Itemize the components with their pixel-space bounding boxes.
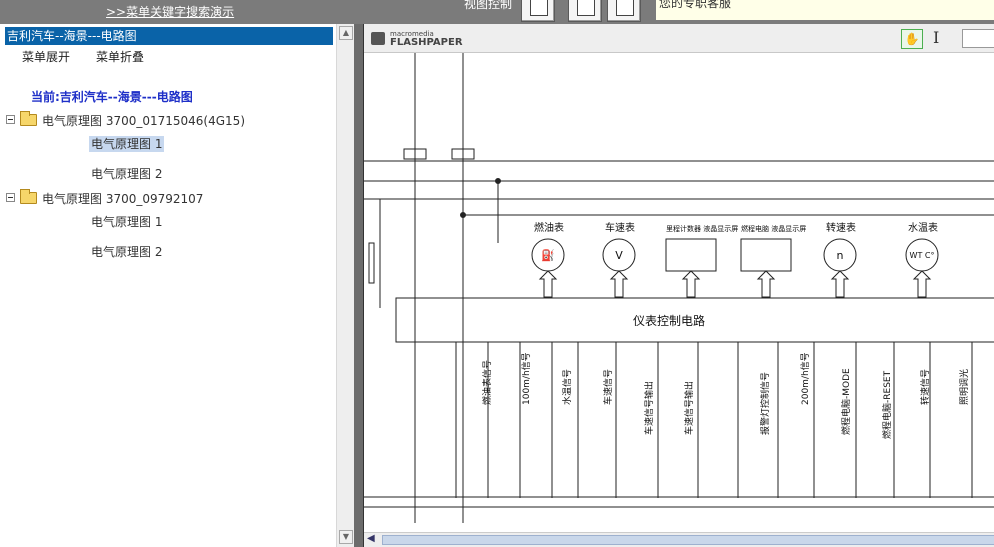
menu-collapse-button[interactable]: 菜单折叠 — [96, 50, 145, 64]
text-select-icon[interactable]: I — [933, 28, 940, 47]
gauge-label: 水温表 — [908, 221, 938, 234]
scroll-up-icon[interactable]: ▲ — [339, 26, 353, 40]
arrow-left-icon — [616, 0, 634, 16]
fuel-pump-icon: ⛽ — [541, 249, 555, 262]
collapse-toggle-icon[interactable] — [6, 115, 15, 124]
folder-icon — [20, 111, 37, 126]
view-split-button[interactable] — [568, 0, 602, 22]
signal-label: 水温信号 — [561, 369, 573, 405]
split-icon — [577, 0, 595, 16]
signal-label: 燃程电脑-RESET — [881, 370, 893, 439]
flashpaper-logo-icon — [371, 32, 385, 45]
tree-leaf[interactable]: 电气原理图 1 — [91, 215, 163, 229]
gauge-label: 转速表 — [826, 221, 856, 234]
viewer-horizontal-scrollbar[interactable]: ◀ — [364, 532, 994, 547]
arrow-right-icon — [530, 0, 548, 16]
gauge-label: 车速表 — [605, 221, 635, 234]
signal-label: 照明调光 — [958, 369, 970, 405]
connector — [403, 148, 427, 160]
viewer-toolbar: macromedia FLASHPAPER ✋ I — [364, 24, 994, 53]
scroll-down-icon[interactable]: ▼ — [339, 530, 353, 544]
signal-label: 报警灯控制信号 — [759, 372, 771, 435]
tree-header[interactable]: 吉利汽车--海景---电路图 — [5, 27, 333, 45]
tree-leaf[interactable]: 电气原理图 1 — [89, 136, 165, 152]
menu-expand-button[interactable]: 菜单展开 — [22, 50, 71, 64]
connector — [451, 148, 475, 160]
folder-icon — [20, 189, 37, 204]
current-path: 当前:吉利汽车--海景---电路图 — [31, 90, 193, 104]
scroll-left-icon[interactable]: ◀ — [367, 533, 375, 544]
collapse-toggle-icon[interactable] — [6, 193, 15, 202]
control-box-label: 仪表控制电路 — [633, 313, 705, 328]
signal-label: 燃油表信号 — [481, 360, 493, 405]
signal-label: 车速信号输出 — [643, 381, 655, 435]
speed-gauge-symbol: V — [615, 249, 623, 262]
signal-label: 车速信号 — [602, 369, 614, 405]
tree-leaf[interactable]: 电气原理图 2 — [91, 245, 163, 259]
folder-label: 电气原理图 3700_01715046(4G15) — [42, 114, 245, 128]
folder-label: 电气原理图 3700_09792107 — [42, 192, 204, 206]
keyword-search-demo-link[interactable]: >>菜单关键字搜索演示 — [106, 5, 235, 19]
panel-splitter[interactable] — [354, 24, 363, 547]
view-left-button[interactable] — [521, 0, 555, 22]
scroll-thumb[interactable] — [382, 535, 994, 545]
signal-label: 车速信号输出 — [683, 381, 695, 435]
hand-tool-icon[interactable]: ✋ — [901, 29, 923, 49]
flashpaper-viewer: macromedia FLASHPAPER ✋ I — [363, 24, 994, 547]
service-notice: 您的专职客服 — [656, 0, 994, 20]
gauge-label: 里程计数器 液晶显示屏 — [666, 224, 738, 233]
signal-label: 100m/h信号 — [520, 352, 532, 405]
signal-label: 200m/h信号 — [799, 352, 811, 405]
signal-label: 转速信号 — [919, 369, 931, 405]
logo-big-text: FLASHPAPER — [390, 37, 463, 48]
temp-gauge-symbol: WT C° — [910, 251, 935, 260]
circuit-diagram[interactable]: 燃油表 车速表 里程计数器 液晶显示屏 燃程电脑 液晶显示屏 转速表 水温表 仪… — [364, 53, 994, 532]
service-notice-text: 您的专职客服 — [659, 0, 732, 10]
gauge-label: 燃程电脑 液晶显示屏 — [741, 224, 806, 233]
signal-label: 燃程电脑-MODE — [840, 368, 852, 435]
rpm-gauge-symbol: n — [837, 249, 844, 262]
tree-scrollbar[interactable]: ▲ ▼ — [336, 24, 354, 547]
top-bar: >>菜单关键字搜索演示 视图控制 您的专职客服 — [0, 0, 994, 24]
page-number-input[interactable] — [962, 29, 994, 48]
tree-leaf[interactable]: 电气原理图 2 — [91, 167, 163, 181]
gauge-label: 燃油表 — [534, 221, 564, 234]
logo-small-text: macromedia — [390, 30, 434, 38]
tree-panel: 吉利汽车--海景---电路图 菜单展开 菜单折叠 当前:吉利汽车--海景---电… — [0, 24, 354, 547]
view-control-label: 视图控制 — [464, 0, 513, 11]
view-right-button[interactable] — [607, 0, 641, 22]
